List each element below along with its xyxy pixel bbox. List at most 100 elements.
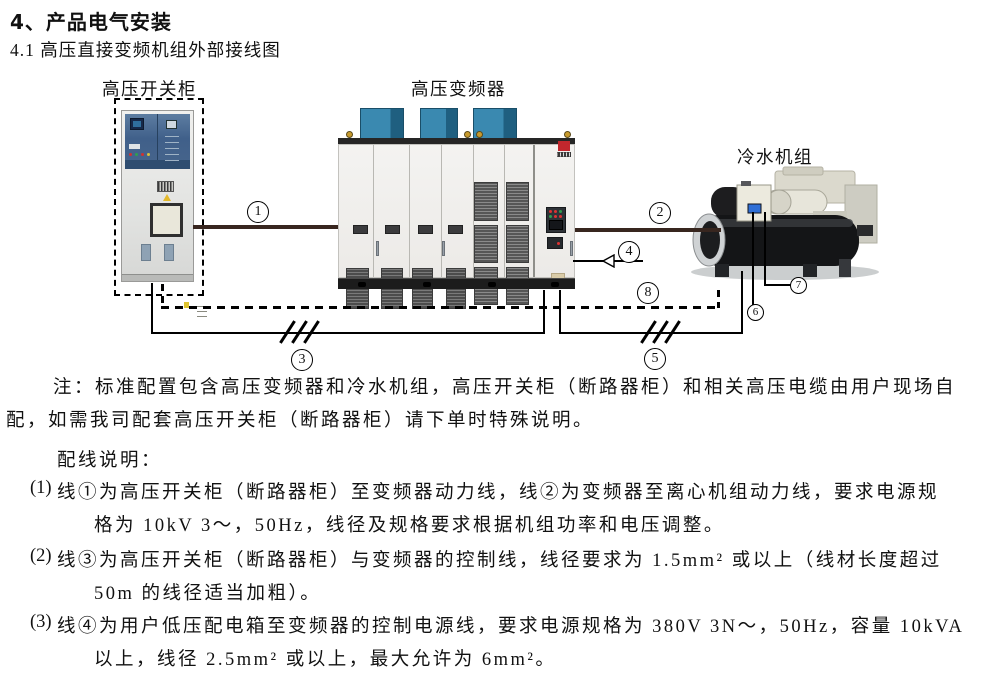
wire-3-vertical [151, 283, 153, 334]
door-handle [442, 241, 445, 256]
control-box-conduit [741, 181, 751, 186]
item-2-number: (2) [30, 546, 52, 566]
wiring-instructions-title: 配线说明： [57, 451, 163, 471]
vfd-body [338, 144, 575, 309]
brand-logo [558, 141, 570, 151]
panel-meter [166, 120, 177, 129]
cell-grille [506, 182, 529, 221]
end-cap-core [700, 221, 720, 259]
item-2-line-1: 线③为高压开关柜（断路器柜）与变频器的控制线，线径要求为 1.5mm² 或以上（… [57, 551, 942, 571]
door-seam [409, 145, 410, 277]
vent-grille [157, 181, 174, 192]
wire-number-5: 5 [644, 348, 666, 370]
panel-screen-glow [133, 121, 141, 127]
wire-3-vertical [543, 290, 545, 334]
item-3-number: (3) [30, 612, 52, 632]
lifting-eyebolt [464, 131, 471, 138]
switchgear-control-panel [125, 114, 190, 169]
brand-logo-text [557, 152, 571, 157]
vfd-cabinet [338, 108, 575, 309]
wire-number-1: 1 [247, 201, 269, 223]
vfd-label: 高压变频器 [411, 79, 506, 99]
vfd-base [338, 278, 575, 289]
base-foot [551, 282, 559, 287]
lifting-eyebolt [476, 131, 483, 138]
door-seam [441, 145, 442, 277]
wire-7-horizontal [764, 284, 791, 286]
main-shell [695, 215, 859, 266]
wire-1-power-line [193, 225, 338, 229]
door-handle [570, 241, 573, 256]
wire-3-horizontal [151, 332, 545, 334]
wire-number-3: 3 [291, 349, 313, 371]
louver-slot [164, 244, 174, 261]
mimic-diagram [165, 136, 179, 162]
panel-divider [157, 114, 158, 169]
hmi-panel [546, 207, 566, 233]
wire-2-power-line [575, 228, 721, 232]
page-title: 4、产品电气安装 [10, 10, 172, 34]
base-foot [488, 282, 496, 287]
wire-5-horizontal [559, 332, 743, 334]
compressor-top [782, 166, 824, 176]
door-seam [504, 145, 505, 277]
section-subtitle: 4.1 高压直接变频机组外部接线图 [10, 40, 281, 60]
wire-number-7: 7 [790, 277, 807, 294]
base-foot [358, 282, 366, 287]
hmi-screen [549, 220, 563, 230]
roof-fan-duct [420, 108, 458, 139]
breaker-window [150, 203, 207, 320]
lifting-eyebolt [564, 131, 571, 138]
item-1-line-1: 线①为高压开关柜（断路器柜）至变频器动力线，线②为变频器至离心机组动力线，要求电… [57, 483, 940, 503]
switchgear-dashed-outline [114, 98, 204, 296]
keypad-panel [547, 237, 563, 249]
door-window [385, 225, 400, 234]
leg [715, 264, 729, 277]
cell-grille [474, 225, 498, 263]
item-2-line-2: 50m 的线径适当加粗）。 [94, 584, 322, 604]
lifting-eyebolt [346, 131, 353, 138]
section-divider [533, 145, 535, 277]
wire-5-vertical [559, 290, 561, 334]
door-window [418, 225, 433, 234]
item-1-line-2: 格为 10kV 3～，50Hz，线径及规格要求根据机组功率和电压调整。 [94, 516, 725, 536]
switchgear-label: 高压开关柜 [102, 79, 197, 99]
panel-nameplate [129, 144, 140, 149]
wire-7-vertical [764, 212, 766, 286]
louver-slot [141, 244, 151, 261]
door-seam [473, 145, 474, 277]
arrow-left-open-icon [601, 254, 615, 268]
door-handle [376, 241, 379, 256]
indicator-lights [549, 210, 552, 213]
chiller-label: 冷水机组 [737, 147, 813, 167]
wire-8-dashed-horizontal [161, 306, 720, 309]
leg [839, 259, 851, 277]
wire-6-vertical [752, 212, 754, 305]
wire-5-vertical [741, 271, 743, 334]
item-1-number: (1) [30, 478, 52, 498]
item-3-line-2: 以上，线径 2.5mm² 或以上，最大允许为 6mm²。 [94, 650, 557, 670]
cell-grille [474, 182, 498, 221]
wire-number-4: 4 [618, 241, 640, 263]
control-screen [747, 203, 762, 214]
item-3-line-1: 线④为用户低压配电箱至变频器的控制电源线，要求电源规格为 380V 3N～，50… [57, 617, 965, 637]
panel-strip [125, 160, 190, 169]
breaker-markings [197, 306, 207, 320]
switchgear-cabinet [121, 110, 207, 320]
wire-8-dashed-vertical [717, 290, 720, 308]
cabinet-base [122, 274, 193, 281]
wire-8-dashed-vertical [161, 284, 164, 309]
shell-highlight [701, 219, 853, 227]
wire-number-2: 2 [649, 202, 671, 224]
door-window [448, 225, 463, 234]
note-line-1: 注：标准配置包含高压变频器和冷水机组，高压开关柜（断路器柜）和相关高压电缆由用户… [53, 378, 957, 398]
door-seam [373, 145, 374, 277]
wire-number-8: 8 [637, 282, 659, 304]
leg [803, 264, 817, 277]
base-foot [423, 282, 431, 287]
door-window [353, 225, 368, 234]
note-line-2: 配，如需我司配套高压开关柜（断路器柜）请下单时特殊说明。 [6, 411, 595, 431]
wire-number-6: 6 [747, 304, 764, 321]
nozzle [857, 225, 873, 236]
